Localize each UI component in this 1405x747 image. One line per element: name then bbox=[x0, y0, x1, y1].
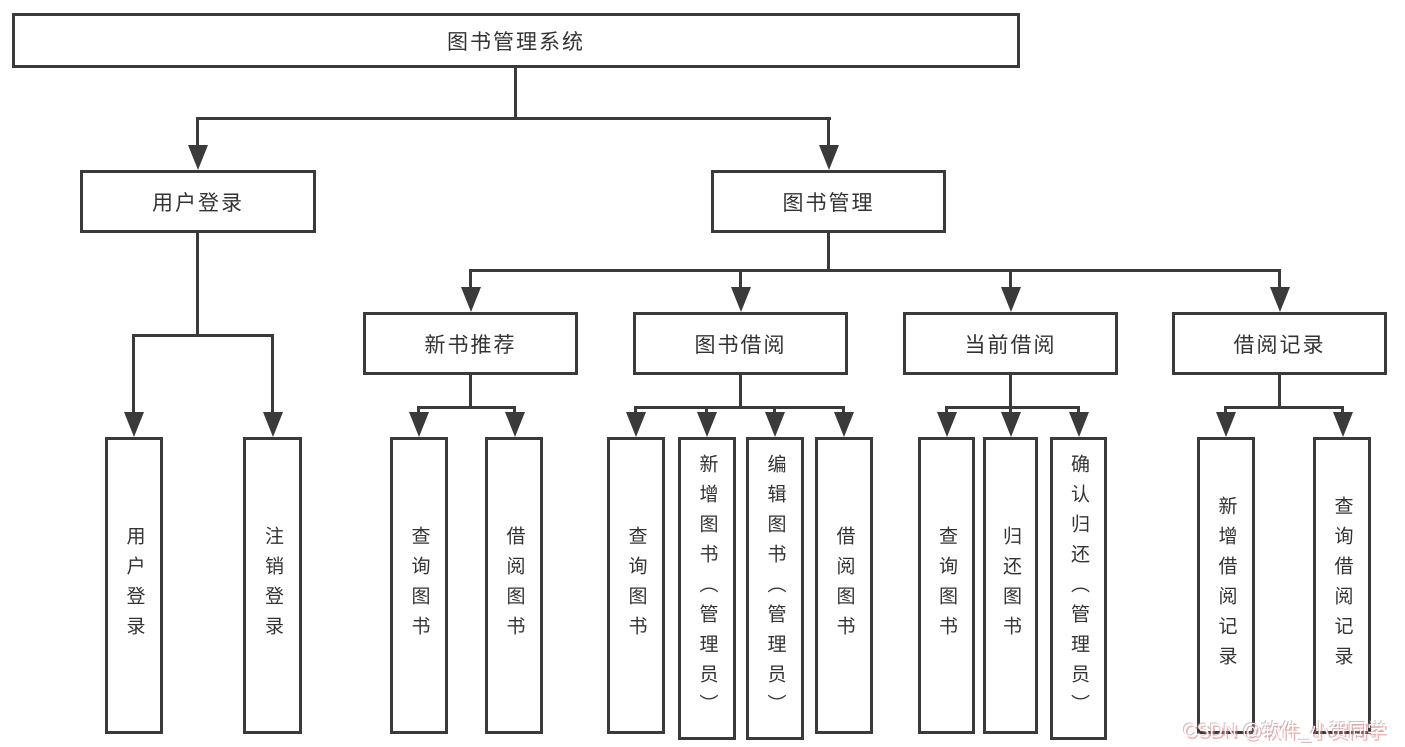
arrowhead-book-management bbox=[819, 145, 839, 170]
edge-to-book-borrowing bbox=[739, 269, 742, 288]
arrowhead-book-borrowing bbox=[731, 287, 751, 312]
arrowhead-leaf-query-borrowing bbox=[626, 412, 646, 437]
edge-to-leaf-query-borrowing bbox=[634, 406, 637, 413]
leaf-query-borrow-record: 查询借阅记录 bbox=[1313, 437, 1371, 734]
edge-to-leaf-query-recommend bbox=[417, 406, 420, 413]
node-new-book-recommendation: 新书推荐 bbox=[363, 312, 578, 375]
node-user-login: 用户登录 bbox=[80, 170, 316, 233]
leaf-confirm-return-admin: 确认归还（管理员） bbox=[1050, 437, 1107, 740]
edge-root-to-book-management bbox=[827, 117, 830, 147]
arrowhead-leaf-query-current bbox=[937, 412, 957, 437]
edge-bookmgmt-stem bbox=[827, 233, 830, 270]
arrowhead-borrowing-records bbox=[1270, 287, 1290, 312]
leaf-borrow-books-borrowing: 借阅图书 bbox=[815, 437, 873, 734]
leaf-add-books-admin: 新增图书（管理员） bbox=[678, 437, 736, 740]
arrowhead-leaf-logout bbox=[263, 412, 283, 437]
edge-to-leaf-add-record bbox=[1224, 406, 1227, 413]
edge-to-leaf-query-current bbox=[945, 406, 948, 413]
edge-records-stem bbox=[1278, 375, 1281, 407]
leaf-add-borrow-record: 新增借阅记录 bbox=[1197, 437, 1255, 734]
arrowhead-leaf-user-login bbox=[124, 412, 144, 437]
node-book-borrowing: 图书借阅 bbox=[633, 312, 848, 375]
leaf-query-books-borrowing: 查询图书 bbox=[607, 437, 665, 734]
node-book-management: 图书管理 bbox=[711, 170, 946, 233]
arrowhead-new-book-recommendation bbox=[461, 287, 481, 312]
arrowhead-leaf-return-books bbox=[1001, 412, 1021, 437]
node-current-borrowing: 当前借阅 bbox=[903, 312, 1118, 375]
arrowhead-leaf-add-record bbox=[1216, 412, 1236, 437]
edge-bookmgmt-rail bbox=[469, 269, 1281, 272]
edge-current-stem bbox=[1009, 375, 1012, 407]
edge-recommend-stem bbox=[469, 375, 472, 407]
edge-to-leaf-add-books bbox=[705, 406, 708, 413]
arrowhead-leaf-query-record bbox=[1333, 412, 1353, 437]
edge-to-new-book-recommendation bbox=[469, 269, 472, 288]
edge-userlogin-stem bbox=[196, 233, 199, 335]
arrowhead-leaf-add-books bbox=[697, 412, 717, 437]
edge-current-rail bbox=[945, 406, 1080, 409]
edge-borrowing-stem bbox=[739, 375, 742, 407]
edge-to-leaf-borrow-recommend bbox=[513, 406, 516, 413]
node-borrowing-records: 借阅记录 bbox=[1172, 312, 1387, 375]
leaf-query-books-current: 查询图书 bbox=[918, 437, 975, 734]
leaf-borrow-books-recommend: 借阅图书 bbox=[485, 437, 543, 734]
edge-to-leaf-confirm-return bbox=[1077, 406, 1080, 413]
leaf-return-books: 归还图书 bbox=[983, 437, 1038, 734]
leaf-query-books-recommend: 查询图书 bbox=[390, 437, 448, 734]
arrowhead-current-borrowing bbox=[1001, 287, 1021, 312]
edge-to-leaf-edit-books bbox=[773, 406, 776, 413]
edge-to-current-borrowing bbox=[1009, 269, 1012, 288]
arrowhead-leaf-query-recommend bbox=[409, 412, 429, 437]
edge-to-leaf-query-record bbox=[1341, 406, 1344, 413]
edge-recommend-rail bbox=[417, 406, 516, 409]
csdn-watermark: CSDN @软件_小贺同学 bbox=[1183, 721, 1386, 742]
edge-to-borrowing-records bbox=[1278, 269, 1281, 288]
leaf-edit-books-admin: 编辑图书（管理员） bbox=[746, 437, 804, 740]
edge-root-to-user-login bbox=[196, 117, 199, 147]
edge-to-leaf-borrow-borrowing bbox=[842, 406, 845, 413]
edge-to-leaf-logout bbox=[271, 334, 274, 413]
leaf-logout: 注销登录 bbox=[243, 437, 302, 734]
arrowhead-user-login bbox=[188, 145, 208, 170]
node-library-management-system: 图书管理系统 bbox=[12, 13, 1020, 68]
edge-userlogin-rail bbox=[132, 334, 273, 337]
arrowhead-leaf-edit-books bbox=[765, 412, 785, 437]
arrowhead-leaf-borrow-recommend bbox=[505, 412, 525, 437]
edge-to-leaf-return-books bbox=[1009, 406, 1012, 413]
edge-root-rail bbox=[196, 117, 831, 120]
leaf-user-login: 用户登录 bbox=[105, 437, 163, 734]
edge-records-rail bbox=[1224, 406, 1344, 409]
edge-borrowing-rail bbox=[634, 406, 845, 409]
edge-to-leaf-user-login bbox=[132, 334, 135, 413]
arrowhead-leaf-confirm-return bbox=[1069, 412, 1089, 437]
edge-root-stem bbox=[514, 68, 517, 118]
arrowhead-leaf-borrow-borrowing bbox=[834, 412, 854, 437]
